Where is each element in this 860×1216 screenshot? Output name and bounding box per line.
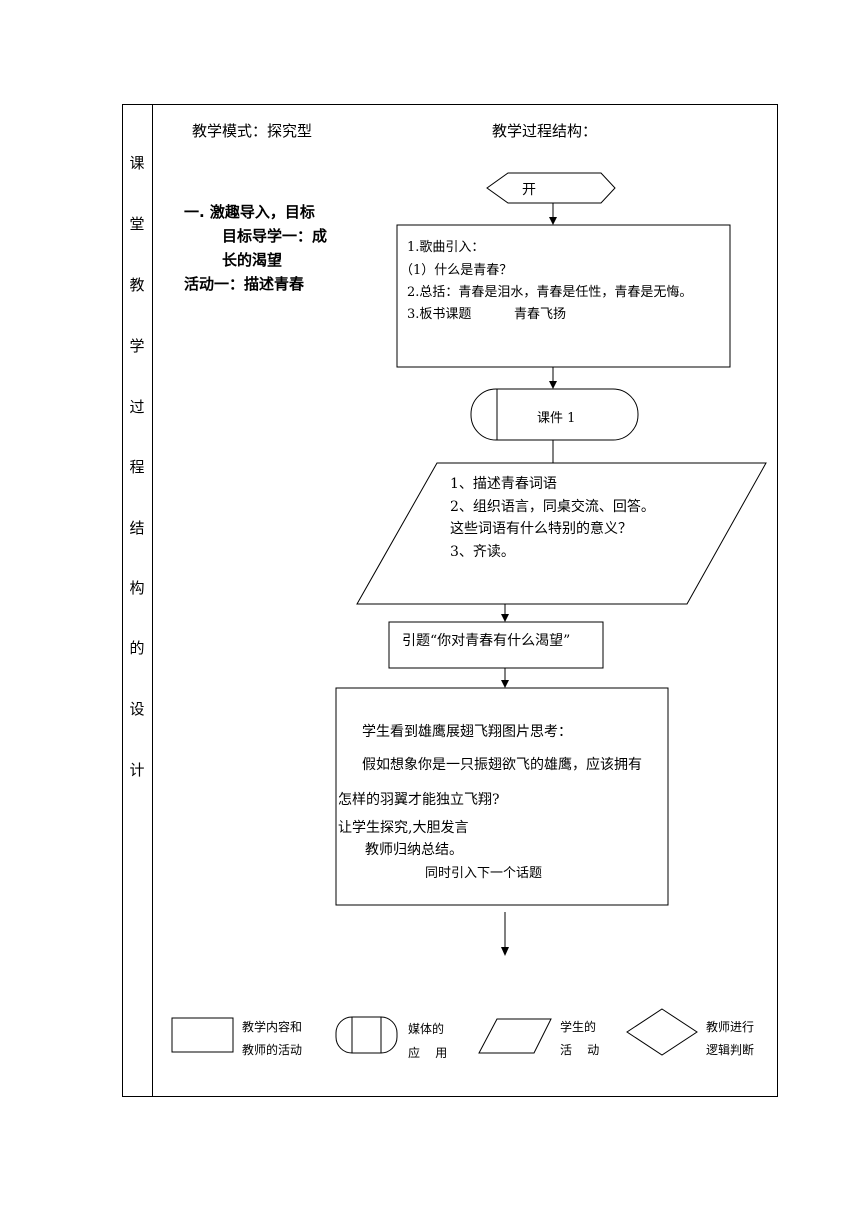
legend-diamond-icon <box>626 1008 698 1056</box>
outline-line: 一. 激趣导入，目标 <box>184 203 315 221</box>
prompt-text: 引题“你对青春有什么渴望” <box>402 633 571 649</box>
box2-line: 让学生探究,大胆发言 <box>338 820 469 836</box>
box2-line: 同时引入下一个话题 <box>425 866 543 881</box>
arrowhead <box>549 381 557 389</box>
legend-rect-label: 教师的活动 <box>242 1043 303 1057</box>
outline-line: 活动一：描述青春 <box>184 275 305 293</box>
box1-line: 2.总括：青春是泪水，青春是任性，青春是无悔。 <box>407 285 693 300</box>
legend-student-label: 学生的 <box>560 1020 597 1034</box>
legend-rect-icon <box>171 1017 234 1053</box>
column-divider <box>152 104 153 1097</box>
legend-diamond-label: 教师进行 <box>706 1020 755 1034</box>
student-line: 这些词语有什么特别的意义？ <box>450 521 632 537</box>
box1-line: 1.歌曲引入： <box>407 240 485 255</box>
media-capsule <box>470 388 639 441</box>
box2-line: 学生看到雄鹰展翅飞翔图片思考： <box>362 724 572 740</box>
box2-line: 怎样的羽翼才能独立飞翔? <box>338 792 500 808</box>
student-line: 3、齐读。 <box>450 544 515 560</box>
side-label-char: 学 <box>129 337 145 355</box>
table-frame <box>122 104 778 1097</box>
arrowhead <box>501 614 509 622</box>
outline-line: 目标导学一：成 <box>222 227 328 245</box>
arrowhead <box>501 947 509 956</box>
box2-line: 教师归纳总结。 <box>365 842 463 858</box>
legend-media-icon <box>335 1016 398 1054</box>
side-label-char: 的 <box>129 639 145 657</box>
legend-media-label: 媒体的 <box>408 1022 445 1036</box>
side-label-char: 结 <box>129 519 145 537</box>
start-hexagon <box>486 172 616 204</box>
box1-line: 3.板书课题 <box>407 307 472 322</box>
prompt-box <box>388 621 604 669</box>
legend-diamond-label: 逻辑判断 <box>706 1043 755 1057</box>
side-label-char: 过 <box>129 398 145 416</box>
student-line: 1、描述青春词语 <box>450 476 557 492</box>
side-label-char: 堂 <box>129 215 145 233</box>
box1-line: 青春飞扬 <box>514 307 567 322</box>
student-activity-parallelogram <box>356 462 767 605</box>
content-box-1 <box>396 224 731 368</box>
box2-line: 假如想象你是一只振翅欲飞的雄鹰，应该拥有 <box>362 757 642 773</box>
outline-line: 长的渴望 <box>222 251 283 269</box>
legend-media-label: 应 用 <box>408 1046 448 1060</box>
process-structure-heading: 教学过程结构： <box>492 122 598 140</box>
legend-parallelogram-icon <box>478 1018 552 1054</box>
side-label-char: 计 <box>129 761 145 779</box>
side-label-char: 程 <box>129 458 145 476</box>
box1-line: （1）什么是青春？ <box>400 263 513 278</box>
legend-rect-label: 教学内容和 <box>242 1020 303 1034</box>
start-label: 开 <box>522 182 536 198</box>
side-label-char: 教 <box>129 276 145 294</box>
teaching-mode-heading: 教学模式：探究型 <box>192 122 313 140</box>
student-line: 2、组织语言，同桌交流、回答。 <box>450 499 655 515</box>
media-label: 课件 1 <box>537 411 576 426</box>
arrowhead <box>501 680 509 688</box>
arrowhead <box>549 217 557 225</box>
side-label-char: 课 <box>129 154 145 172</box>
side-label-char: 构 <box>129 579 145 597</box>
side-label-char: 设 <box>129 700 145 718</box>
content-box-2 <box>335 687 669 906</box>
left-outline: 一. 激趣导入，目标 目标导学一：成 长的渴望 活动一：描述青春 <box>184 200 327 296</box>
legend-student-label: 活 动 <box>560 1043 600 1057</box>
